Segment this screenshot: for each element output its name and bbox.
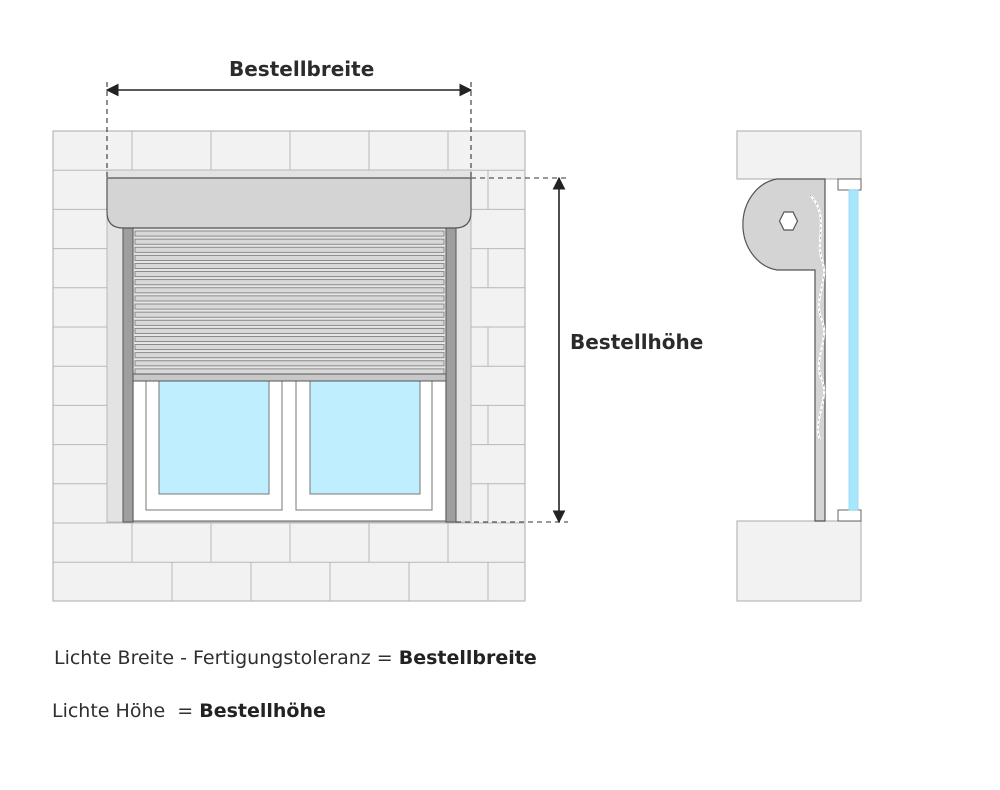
lower-wall — [736, 520, 862, 602]
width-dimension — [105, 82, 473, 178]
shutter-slat — [134, 360, 445, 367]
formula-width-result: Bestellbreite — [398, 647, 537, 669]
frame-profile-bottom — [837, 509, 862, 522]
shutter-slat — [134, 352, 445, 359]
shutter-slat — [134, 287, 445, 294]
shutter-slat — [134, 295, 445, 302]
shutter-slat — [134, 238, 445, 245]
shutter-slats — [132, 230, 447, 382]
side-curtain — [809, 194, 826, 441]
shutter-slat — [134, 336, 445, 342]
shutter-slat — [134, 311, 445, 318]
formula-height-result: Bestellhöhe — [199, 700, 326, 722]
shutter-slat — [134, 254, 445, 261]
shutter-slat — [134, 279, 445, 286]
formula-height: Lichte Höhe = Bestellhöhe — [52, 700, 326, 722]
shutter-bottom-bar — [132, 373, 447, 382]
shutter-box — [106, 177, 472, 229]
shutter-slat — [134, 368, 445, 375]
formula-height-lhs: Lichte Höhe = — [52, 700, 200, 722]
width-label: Bestellbreite — [229, 57, 375, 81]
formula-width-lhs: Lichte Breite - Fertigungstoleranz = — [54, 647, 399, 669]
window-glass-right — [309, 379, 421, 495]
shutter-slat — [134, 271, 445, 278]
shutter-slat — [134, 344, 445, 351]
side-view — [736, 130, 862, 602]
frame-profile-top — [837, 178, 862, 191]
height-dimension — [456, 176, 568, 524]
guide-rail-left — [122, 221, 134, 523]
axle-hexagon — [778, 211, 799, 231]
shutter-slat — [134, 303, 445, 310]
side-glass — [848, 189, 859, 511]
side-shutter-box — [742, 178, 826, 522]
shutter-slat — [134, 327, 445, 334]
front-view — [52, 130, 526, 602]
lintel — [736, 130, 862, 180]
formula-width: Lichte Breite - Fertigungstoleranz = Bes… — [54, 647, 537, 669]
window-glass-left — [158, 379, 270, 495]
height-label: Bestellhöhe — [570, 330, 704, 354]
guide-rail-right — [445, 221, 457, 523]
shutter-slat — [134, 263, 445, 269]
shutter-slat — [134, 246, 445, 253]
shutter-slat — [134, 319, 445, 326]
shutter-slat — [134, 230, 445, 237]
